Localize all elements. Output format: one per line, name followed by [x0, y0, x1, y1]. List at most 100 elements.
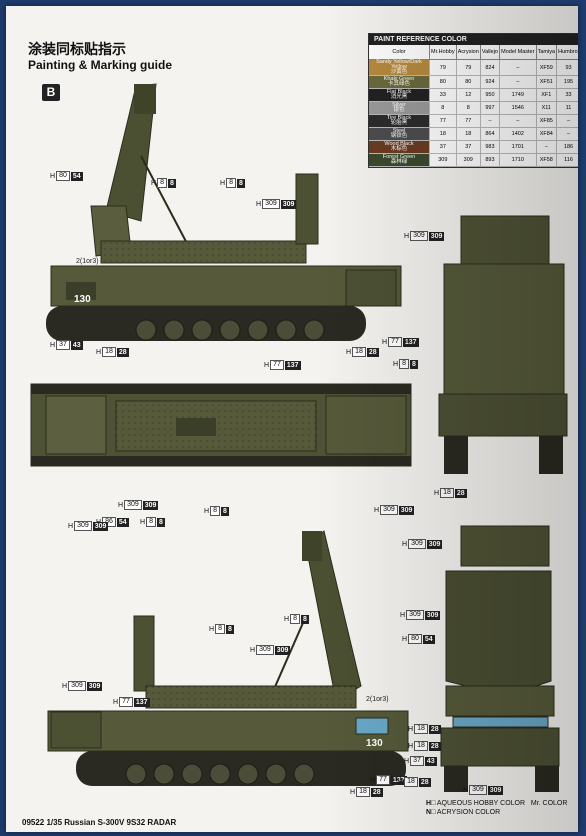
paint-modelmaster: 1402 — [499, 127, 537, 141]
callout-acrysion-code: 28 — [370, 787, 383, 797]
callout-acrysion-code: 28 — [428, 741, 441, 751]
paint-modelmaster: – — [499, 114, 537, 128]
callout-mrhobby-code: 309 — [74, 521, 92, 531]
callout-acrysion-code: 43 — [424, 756, 437, 766]
callout-acrysion-code: 309 — [487, 785, 504, 795]
callout-acrysion-code: 8 — [236, 178, 245, 188]
decal-label-top: 2(1or3) — [76, 258, 99, 265]
paint-modelmaster: 1701 — [499, 140, 537, 154]
paint-tamiya: X11 — [536, 101, 558, 115]
callout-acrysion-code: 43 — [70, 340, 83, 350]
callout-mrhobby-code: 18 — [440, 488, 454, 498]
paint-tamiya: XF1 — [536, 88, 558, 102]
callout-prefix: H — [96, 348, 102, 356]
callout-acrysion-code: 137 — [284, 360, 301, 370]
paint-mrhobby: 8 — [429, 101, 457, 115]
col-humbrol: Humbrol — [556, 45, 578, 60]
callout-prefix: H — [118, 501, 124, 509]
callout-acrysion-code: 8 — [225, 624, 234, 634]
legend-line-aqueous: H□ AQUEOUS HOBBY COLOR Mr. COLOR — [426, 800, 568, 807]
paint-name-en: Sandy Yellow/Dark Yellow — [376, 59, 422, 70]
callout-mrhobby-code: 309 — [124, 500, 142, 510]
paint-tamiya: XF84 — [536, 127, 558, 141]
front-view-bottom — [440, 525, 560, 792]
paint-name-cn: 银色 — [393, 107, 405, 113]
side-view-raised — [46, 83, 402, 341]
callout-mrhobby-code: 8 — [157, 178, 167, 188]
callout-acrysion-code: 309 — [142, 500, 159, 510]
callout-mrhobby-code: 18 — [414, 741, 428, 751]
paint-tamiya: XF58 — [536, 153, 558, 167]
callout-acrysion-code: 54 — [422, 634, 435, 644]
paint-acrysion: 37 — [456, 140, 481, 154]
paint-acrysion: 18 — [456, 127, 481, 141]
callout-acrysion-code: 309 — [398, 505, 415, 515]
callout-acrysion-code: 309 — [92, 521, 109, 531]
paint-name-en: Flat Black — [386, 89, 412, 95]
callout-acrysion-code: 309 — [86, 681, 103, 691]
callout-prefix: H — [140, 518, 146, 526]
top-view — [30, 383, 412, 467]
paint-humbrol: 33 — [556, 88, 578, 102]
callout-acrysion-code: 137 — [133, 697, 150, 707]
paint-humbrol: 186 — [556, 140, 578, 154]
paint-tamiya: – — [536, 140, 558, 154]
col-tamiya: Tamiya — [536, 45, 558, 60]
paint-acrysion: 8 — [456, 101, 481, 115]
paint-acrysion: 309 — [456, 153, 481, 167]
callout-prefix: H — [350, 788, 356, 796]
callout-acrysion-code: 137 — [390, 775, 407, 785]
paint-reference-table: PAINT REFERENCE COLOR Color Mr.Hobby Acr… — [368, 33, 578, 168]
instruction-sheet: 涂装同标贴指示 Painting & Marking guide B PAINT… — [6, 6, 578, 832]
paint-vallejo: 983 — [480, 140, 501, 154]
callout-prefix: H — [463, 786, 469, 794]
callout-mrhobby-code: 18 — [352, 347, 366, 357]
col-acrysion: Acrysion — [456, 45, 481, 60]
callout-prefix: H — [113, 698, 119, 706]
paint-name-cn: 卡其绿色 — [387, 81, 410, 87]
decal-label-bottom: 2(1or3) — [366, 696, 389, 703]
callout-prefix: H — [398, 778, 404, 786]
paint-acrysion: 80 — [456, 75, 481, 89]
paint-tamiya: XF59 — [536, 59, 558, 76]
paint-vallejo: 824 — [480, 59, 501, 76]
callout-mrhobby-code: 309 — [406, 610, 424, 620]
callout-acrysion-code: 28 — [418, 777, 431, 787]
legend: H□ AQUEOUS HOBBY COLOR Mr. COLOR N□ ACRY… — [426, 799, 567, 817]
callout-mrhobby-code: 77 — [388, 337, 402, 347]
paint-acrysion: 79 — [456, 59, 481, 76]
paint-table-title: PAINT REFERENCE COLOR — [369, 34, 578, 45]
paint-mrhobby: 18 — [429, 127, 457, 141]
paint-mrhobby: 77 — [429, 114, 457, 128]
paint-vallejo: 997 — [480, 101, 501, 115]
callout-prefix: H — [402, 540, 408, 548]
callout-mrhobby-code: 309 — [469, 785, 487, 795]
callout-acrysion-code: 54 — [70, 171, 83, 181]
callout-mrhobby-code: 18 — [414, 724, 428, 734]
